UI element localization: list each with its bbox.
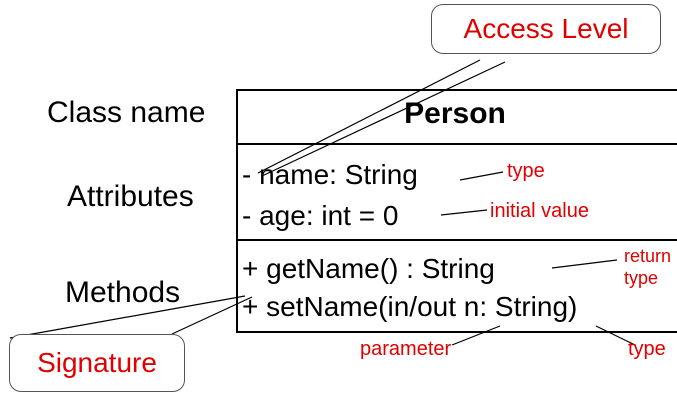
signature-callout: Signature [9, 334, 185, 392]
return-type-annotation-line2: type [624, 268, 659, 288]
attributes-label: Attributes [67, 180, 194, 213]
methods-label: Methods [65, 276, 181, 309]
parameter-annotation: parameter [360, 338, 452, 360]
uml-class-box: Person - name: String - age: int = 0 + g… [236, 89, 677, 333]
return-type-annotation-line1: return [624, 246, 672, 266]
attributes-separator [238, 239, 677, 241]
class-name: Person [404, 97, 506, 130]
type-annotation-name: type [507, 160, 545, 182]
attribute-name: - name: String [242, 159, 418, 190]
attribute-age: - age: int = 0 [242, 200, 399, 231]
type-annotation-param: type [628, 338, 666, 360]
method-setname: + setName(in/out n: String) [242, 291, 578, 322]
access-level-text: Access Level [463, 13, 629, 44]
class-name-label: Class name [47, 96, 206, 129]
access-level-callout: Access Level [431, 4, 661, 54]
method-getname: + getName() : String [242, 253, 495, 284]
initial-value-annotation: initial value [490, 200, 589, 222]
class-name-separator [238, 143, 677, 145]
signature-text: Signature [37, 347, 157, 378]
